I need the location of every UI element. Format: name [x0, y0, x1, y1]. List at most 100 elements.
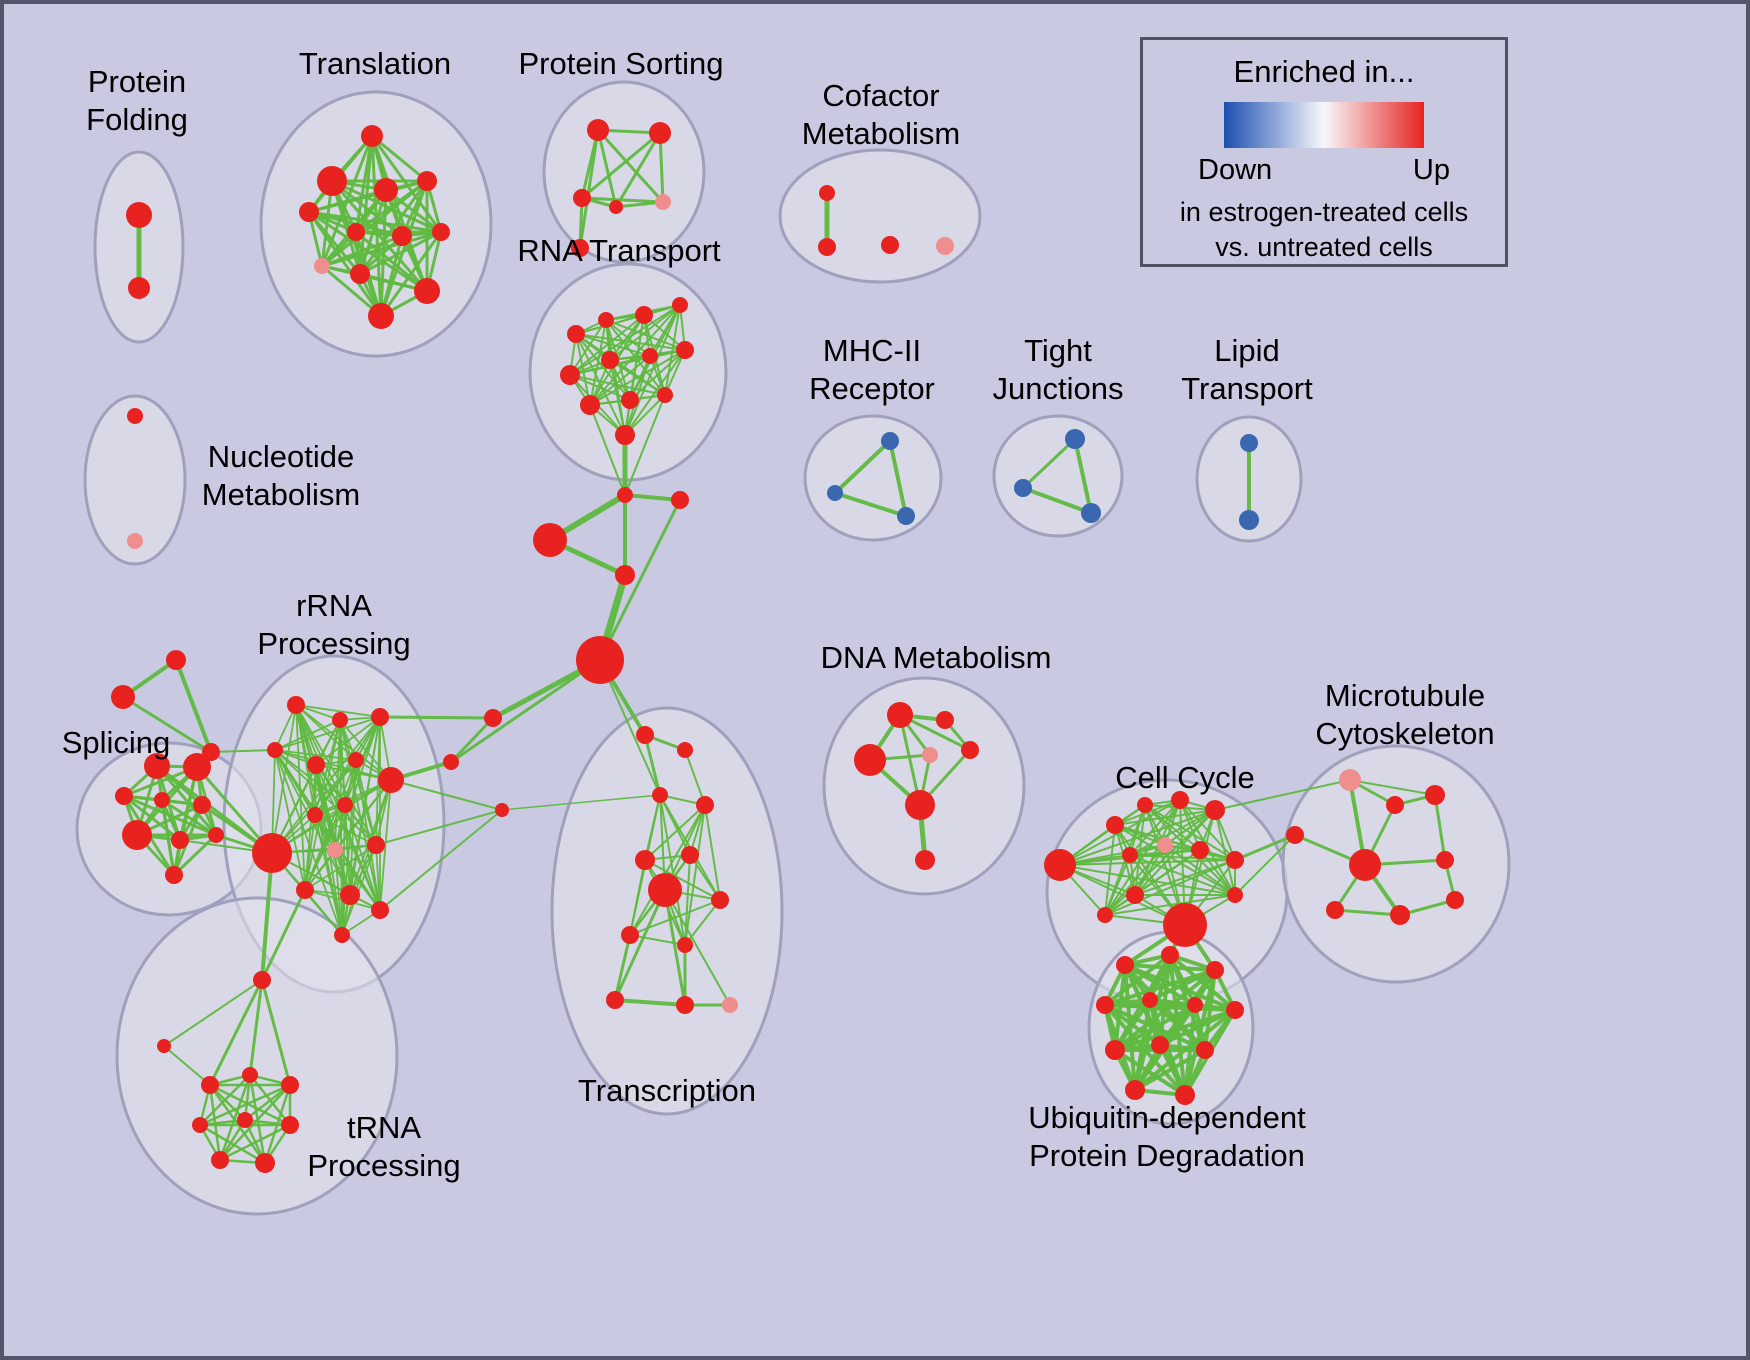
node-u6 [1187, 997, 1203, 1013]
edge [1129, 854, 1236, 896]
edge [218, 1083, 292, 1162]
node-tr3 [281, 1076, 299, 1094]
node-rr16 [371, 901, 389, 919]
edge [271, 759, 357, 854]
edge [358, 179, 429, 276]
node-s4 [154, 792, 170, 808]
cluster-label-transcription: Transcription [578, 1073, 756, 1108]
edge [1164, 844, 1236, 896]
edge [320, 179, 429, 268]
edge [1148, 968, 1217, 1002]
edge [304, 804, 346, 891]
edge [274, 719, 341, 751]
node-mt6 [1436, 851, 1454, 869]
node-lt2 [1239, 510, 1259, 530]
edge [664, 304, 681, 396]
node-t5 [417, 171, 437, 191]
edge [1113, 1003, 1197, 1052]
edge [609, 359, 626, 436]
edge [295, 704, 392, 781]
edge [1214, 779, 1351, 811]
edge [163, 979, 263, 1047]
edge [370, 134, 383, 318]
node-cc12 [1227, 887, 1243, 903]
legend-title: Enriched in... [1233, 54, 1415, 89]
node-tr2 [242, 1067, 258, 1083]
edge [378, 715, 495, 720]
edge [605, 319, 686, 351]
edge [314, 779, 392, 816]
edge [629, 349, 686, 401]
edge [609, 304, 681, 361]
node-b5 [576, 636, 624, 684]
edge [1333, 908, 1402, 917]
cluster-ellipse-tight-junctions [992, 414, 1124, 538]
cluster-label-protein-sorting: Protein Sorting [518, 46, 723, 81]
edge [580, 131, 662, 200]
edge [684, 804, 706, 946]
edge [1133, 1048, 1207, 1092]
node-r4 [672, 297, 688, 313]
node-c2 [484, 709, 502, 727]
node-tc13 [722, 997, 738, 1013]
edge [644, 804, 706, 861]
edge [344, 804, 381, 911]
edge [613, 888, 667, 1002]
edge [122, 794, 182, 842]
cluster-ellipse-mhc-ii-receptor [803, 414, 943, 542]
node-c3 [495, 803, 509, 817]
node-mt8 [1390, 905, 1410, 925]
node-s7 [171, 831, 189, 849]
edge [260, 851, 274, 982]
node-r6 [601, 351, 619, 369]
node-tra [253, 971, 271, 989]
edge [160, 798, 218, 837]
edge [274, 716, 381, 751]
node-mt3 [1425, 785, 1445, 805]
cluster-ellipse-transcription [550, 706, 784, 1116]
edge [1104, 824, 1116, 916]
node-tc1 [636, 726, 654, 744]
edge [569, 314, 645, 376]
edge [304, 844, 377, 891]
node-t9 [314, 258, 330, 274]
node-cc5 [1205, 800, 1225, 820]
node-b3 [533, 523, 567, 557]
cluster-label-splicing: Splicing [62, 725, 171, 760]
node-tc2 [677, 742, 693, 758]
node-s2 [183, 753, 211, 781]
node-u3 [1206, 961, 1224, 979]
node-u5 [1142, 992, 1158, 1008]
edge [379, 809, 503, 911]
edge [1113, 1048, 1187, 1097]
edge [1199, 849, 1236, 896]
edge [629, 859, 646, 936]
edge [274, 749, 306, 891]
node-s3 [115, 787, 133, 805]
edge [613, 998, 687, 1007]
node-r8 [676, 341, 694, 359]
edge [379, 234, 404, 318]
edge [1129, 809, 1216, 856]
node-mt4 [1286, 826, 1304, 844]
node-d2 [936, 711, 954, 729]
node-cc4 [1171, 791, 1189, 809]
node-rr13 [296, 881, 314, 899]
edge [629, 934, 686, 946]
node-rr12 [367, 836, 385, 854]
cluster-ellipse-nucleotide-metabolism [83, 394, 187, 566]
node-tc8 [711, 891, 729, 909]
node-x1 [166, 650, 186, 670]
edge [644, 859, 721, 901]
edge [898, 713, 922, 807]
edge [390, 779, 503, 811]
edge [1158, 1008, 1237, 1047]
edge [198, 1123, 267, 1165]
node-x2 [111, 685, 135, 709]
cluster-label-translation: Translation [299, 46, 451, 81]
node-r10 [621, 391, 639, 409]
edge [684, 854, 691, 946]
node-mt7 [1326, 901, 1344, 919]
